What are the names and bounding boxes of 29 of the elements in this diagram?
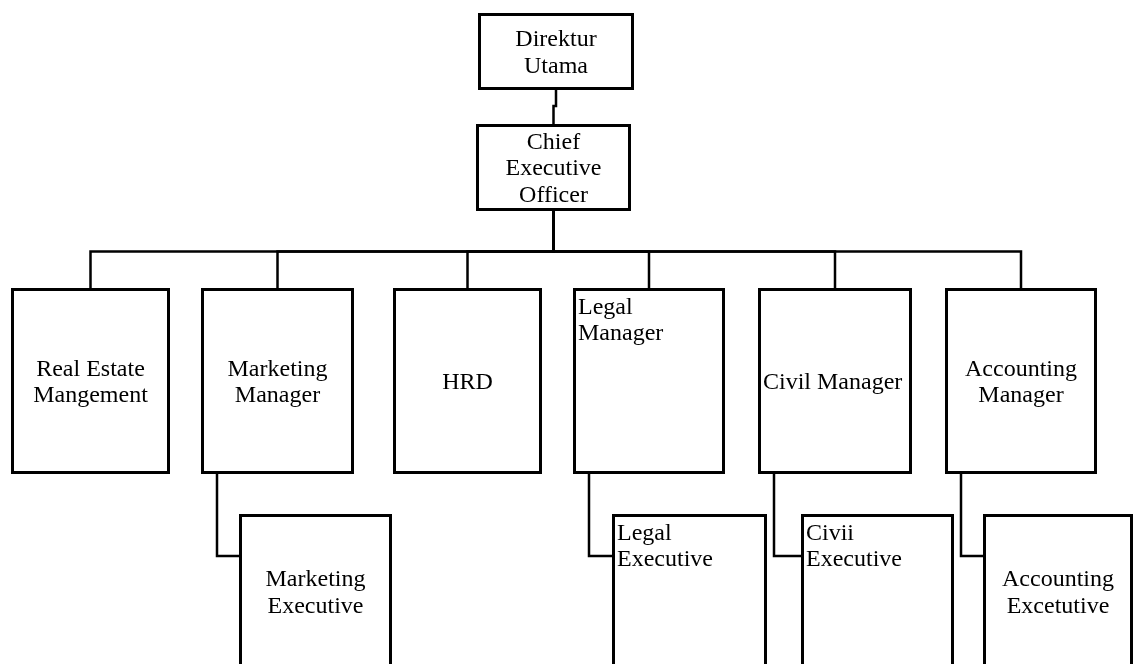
role-label: Legal Executive xyxy=(617,519,714,572)
org-box xyxy=(393,288,542,474)
org-box xyxy=(201,288,354,474)
org-box xyxy=(945,288,1097,474)
connector-line xyxy=(215,474,239,558)
role-label: Marketing Executive xyxy=(264,565,367,618)
org-box xyxy=(758,288,912,474)
connector-line xyxy=(552,90,558,124)
org-box xyxy=(983,514,1133,664)
org-box xyxy=(801,514,954,664)
connector-line xyxy=(772,474,801,558)
role-label: Accounting Excetutive xyxy=(1001,565,1115,618)
org-box xyxy=(573,288,725,474)
org-box xyxy=(476,124,631,211)
role-label: HRD xyxy=(442,367,493,395)
role-label: Accounting Manager xyxy=(964,354,1078,408)
role-label: Chief Executive Officer xyxy=(504,127,603,208)
org-box xyxy=(612,514,767,664)
org-box xyxy=(478,13,634,90)
role-label: Civil Manager xyxy=(763,367,903,395)
org-box xyxy=(11,288,170,474)
role-label: Legal Manager xyxy=(578,293,665,346)
role-label: Real Estate Mangement xyxy=(32,354,149,408)
org-box xyxy=(239,514,392,664)
connector-line xyxy=(587,474,612,558)
role-label: Direktur Utama xyxy=(514,25,598,78)
connector-line xyxy=(959,474,983,558)
role-label: Marketing Manager xyxy=(226,354,329,408)
role-label: Civii Executive xyxy=(806,519,903,572)
